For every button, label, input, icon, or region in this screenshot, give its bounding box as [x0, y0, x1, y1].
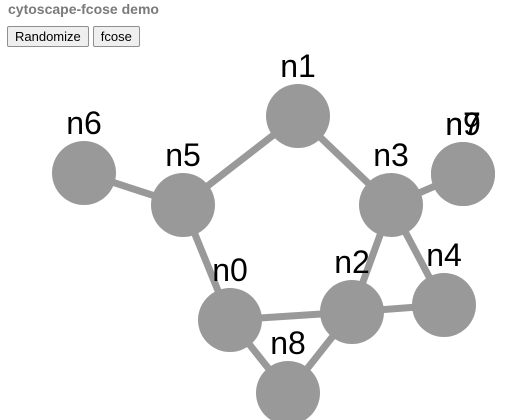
node-n6[interactable]	[52, 141, 116, 205]
graph-nodes	[52, 84, 495, 420]
node-label-n2: n2	[334, 244, 370, 280]
node-n5[interactable]	[151, 173, 215, 237]
node-label-n3: n3	[373, 137, 409, 173]
node-label-n5: n5	[165, 137, 201, 173]
node-n3[interactable]	[359, 173, 423, 237]
node-n2[interactable]	[320, 280, 384, 344]
node-n0[interactable]	[198, 288, 262, 352]
page-title: cytoscape-fcose demo	[8, 1, 159, 17]
graph-labels: n0 n1 n2 n3 n4 n5 n6 n7 n8 n9	[66, 48, 481, 361]
node-n8[interactable]	[256, 361, 320, 420]
node-label-n4: n4	[426, 237, 462, 273]
node-n9[interactable]	[431, 142, 495, 206]
node-label-n7: n7	[445, 106, 481, 142]
toolbar: Randomize fcose	[7, 26, 140, 47]
node-n1[interactable]	[266, 84, 330, 148]
node-n4[interactable]	[412, 273, 476, 337]
node-label-n8: n8	[270, 325, 306, 361]
node-label-n0: n0	[212, 252, 248, 288]
fcose-button[interactable]: fcose	[92, 26, 140, 47]
node-label-n9: n9	[445, 106, 481, 142]
node-label-n6: n6	[66, 105, 102, 141]
node-label-n1: n1	[280, 48, 316, 84]
randomize-button[interactable]: Randomize	[7, 26, 89, 47]
